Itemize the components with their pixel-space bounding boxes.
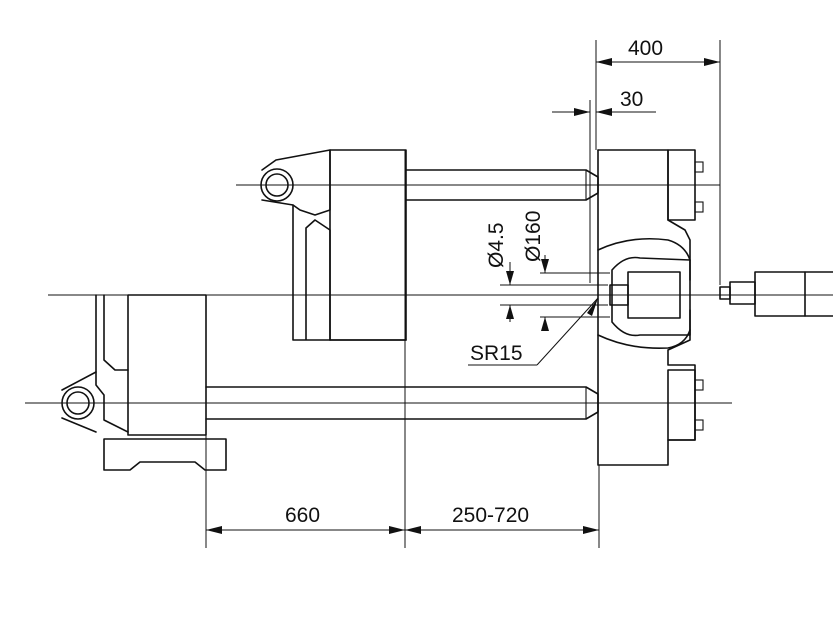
injection-nozzle-tip	[719, 286, 731, 300]
arrow-30-left	[574, 108, 590, 116]
nozzle-recess-bottom	[597, 329, 691, 350]
injection-barrel-head	[754, 271, 806, 317]
toggle-link-inner	[103, 294, 129, 371]
label-660: 660	[285, 504, 320, 527]
upper-nut-bolt-a	[694, 161, 704, 173]
rear-platen-assembly	[61, 294, 227, 471]
fixed-platen	[597, 149, 704, 466]
upper-toggle-pin	[260, 168, 294, 202]
arrow-250-720-left	[405, 526, 421, 534]
label-dia-160: Ø160	[522, 211, 545, 262]
label-sr15: SR15	[470, 342, 523, 365]
crosshead-body	[292, 204, 331, 341]
dimension-dia-160: Ø160	[522, 211, 549, 331]
nozzle-recess-top	[597, 237, 691, 261]
upper-tie-bar-nut	[667, 149, 696, 221]
leader-line-sr15-diagonal	[536, 297, 599, 366]
arrow-dia-160-bottom	[541, 317, 549, 331]
nozzle-assembly	[500, 256, 691, 337]
upper-nut-bolt-b	[694, 201, 704, 213]
arrow-dia-160-top	[541, 259, 549, 273]
arrow-sr15	[587, 298, 598, 316]
lower-toggle-pin	[61, 386, 95, 420]
lower-toggle-arm	[61, 371, 97, 433]
lower-nut-bolt-b	[694, 419, 704, 431]
upper-toggle-pin-inner	[265, 173, 289, 197]
arrow-660-left	[206, 526, 222, 534]
upper-toggle-assembly	[260, 149, 331, 341]
arrow-dia-4-5-top	[506, 271, 514, 285]
lower-tie-bar-nut	[667, 369, 696, 441]
arrow-400-right	[704, 58, 720, 66]
injection-unit	[719, 271, 833, 317]
arrow-660-right	[389, 526, 405, 534]
label-400: 400	[628, 37, 663, 60]
toggle-link-lower	[95, 294, 129, 433]
dimension-30: 30	[552, 88, 656, 283]
lower-toggle-pin-inner	[66, 391, 90, 415]
arrow-400-left	[596, 58, 612, 66]
label-250-720: 250-720	[452, 504, 529, 527]
arrow-dia-4-5-bottom	[506, 305, 514, 319]
arrow-30-right	[596, 108, 612, 116]
dimension-dia-4-5: Ø4.5	[485, 222, 514, 322]
label-30: 30	[620, 88, 643, 111]
dimension-sr15: SR15	[468, 297, 599, 366]
center-lines	[25, 184, 833, 404]
moving-platen-block	[329, 149, 407, 341]
fixed-platen-upper	[597, 149, 691, 281]
dimension-bottom: 660 250-720	[205, 150, 600, 548]
label-dia-4-5: Ø4.5	[485, 222, 508, 268]
nozzle-tip	[609, 284, 629, 306]
rear-platen-block	[127, 294, 207, 436]
lower-nut-bolt-a	[694, 379, 704, 391]
dimension-400: 400	[595, 37, 721, 285]
upper-toggle-arm	[261, 149, 331, 216]
injection-nozzle-body	[729, 281, 756, 305]
moving-platen	[329, 149, 407, 341]
nozzle-housing	[611, 256, 691, 337]
arrow-250-720-right	[583, 526, 599, 534]
machine-base-foot	[103, 438, 227, 471]
